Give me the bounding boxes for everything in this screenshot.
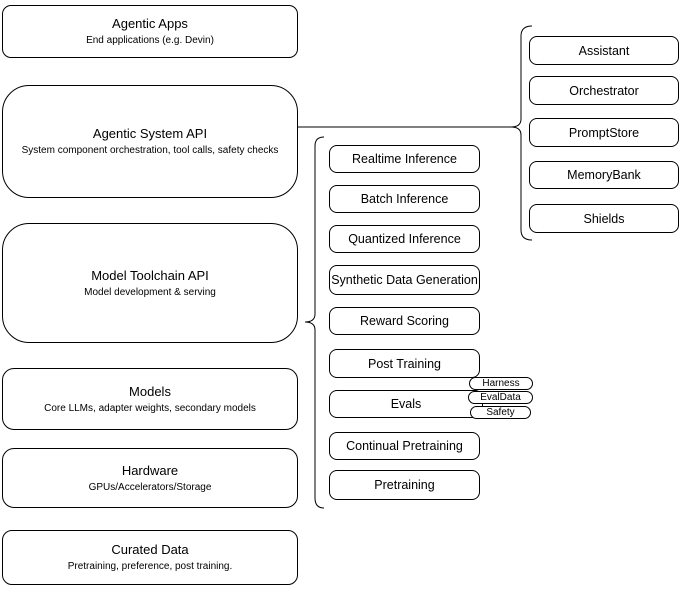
service-label: Synthetic Data Generation [331, 273, 478, 287]
box-model-toolchain-api: Model Toolchain API Model development & … [2, 223, 298, 343]
component-box-shields: Shields [529, 204, 679, 233]
component-label: PromptStore [568, 125, 640, 140]
component-label: Assistant [578, 43, 630, 58]
component-label: Orchestrator [569, 83, 639, 98]
service-box-synthetic-data-generation: Synthetic Data Generation [329, 265, 480, 295]
box-subtitle: Core LLMs, adapter weights, secondary mo… [44, 402, 256, 414]
toolchain-brace [304, 136, 325, 509]
box-agentic-system-api: Agentic System API System component orch… [2, 85, 298, 198]
service-label: Reward Scoring [360, 314, 449, 328]
service-box-evals: Evals [329, 390, 483, 418]
box-title: Curated Data [111, 542, 189, 557]
service-label: Batch Inference [360, 192, 449, 206]
service-label: Continual Pretraining [346, 439, 463, 453]
box-agentic-apps: Agentic Apps End applications (e.g. Devi… [2, 5, 298, 58]
box-title: Agentic System API [92, 126, 208, 141]
component-box-promptstore: PromptStore [529, 118, 679, 147]
service-box-reward-scoring: Reward Scoring [329, 307, 480, 335]
box-title: Agentic Apps [112, 16, 188, 31]
service-box-quantized-inference: Quantized Inference [329, 225, 480, 253]
box-title: Models [129, 383, 171, 399]
service-label: Realtime Inference [352, 152, 457, 166]
box-subtitle: GPUs/Accelerators/Storage [88, 481, 212, 493]
box-models: Models Core LLMs, adapter weights, secon… [2, 368, 298, 430]
eval-tag-label: Safety [486, 406, 515, 418]
component-box-assistant: Assistant [529, 36, 679, 65]
service-box-post-training: Post Training [329, 349, 480, 378]
service-box-batch-inference: Batch Inference [329, 185, 480, 213]
service-label: Quantized Inference [348, 232, 461, 246]
component-box-orchestrator: Orchestrator [529, 76, 679, 105]
service-label: Pretraining [374, 478, 435, 492]
eval-tag-label: EvalData [480, 391, 521, 403]
box-title: Model Toolchain API [91, 267, 209, 283]
service-box-pretraining: Pretraining [329, 470, 480, 500]
box-subtitle: Pretraining, preference, post training. [67, 561, 233, 572]
eval-tag-safety: Safety [470, 406, 531, 419]
box-subtitle: Model development & serving [84, 286, 216, 298]
component-label: MemoryBank [567, 168, 641, 182]
service-box-realtime-inference: Realtime Inference [329, 145, 480, 173]
box-curated-data: Curated Data Pretraining, preference, po… [2, 530, 298, 585]
box-hardware: Hardware GPUs/Accelerators/Storage [2, 448, 298, 508]
eval-tag-harness: Harness [469, 377, 533, 390]
service-label: Evals [390, 397, 422, 411]
box-subtitle: System component orchestration, tool cal… [21, 145, 279, 156]
service-box-continual-pretraining: Continual Pretraining [329, 432, 480, 460]
component-label: Shields [583, 211, 625, 226]
box-title: Hardware [121, 462, 179, 478]
component-box-memorybank: MemoryBank [529, 161, 679, 189]
eval-tag-evaldata: EvalData [468, 391, 533, 404]
eval-tag-label: Harness [482, 377, 520, 389]
service-label: Post Training [368, 356, 441, 371]
box-subtitle: End applications (e.g. Devin) [86, 35, 214, 46]
